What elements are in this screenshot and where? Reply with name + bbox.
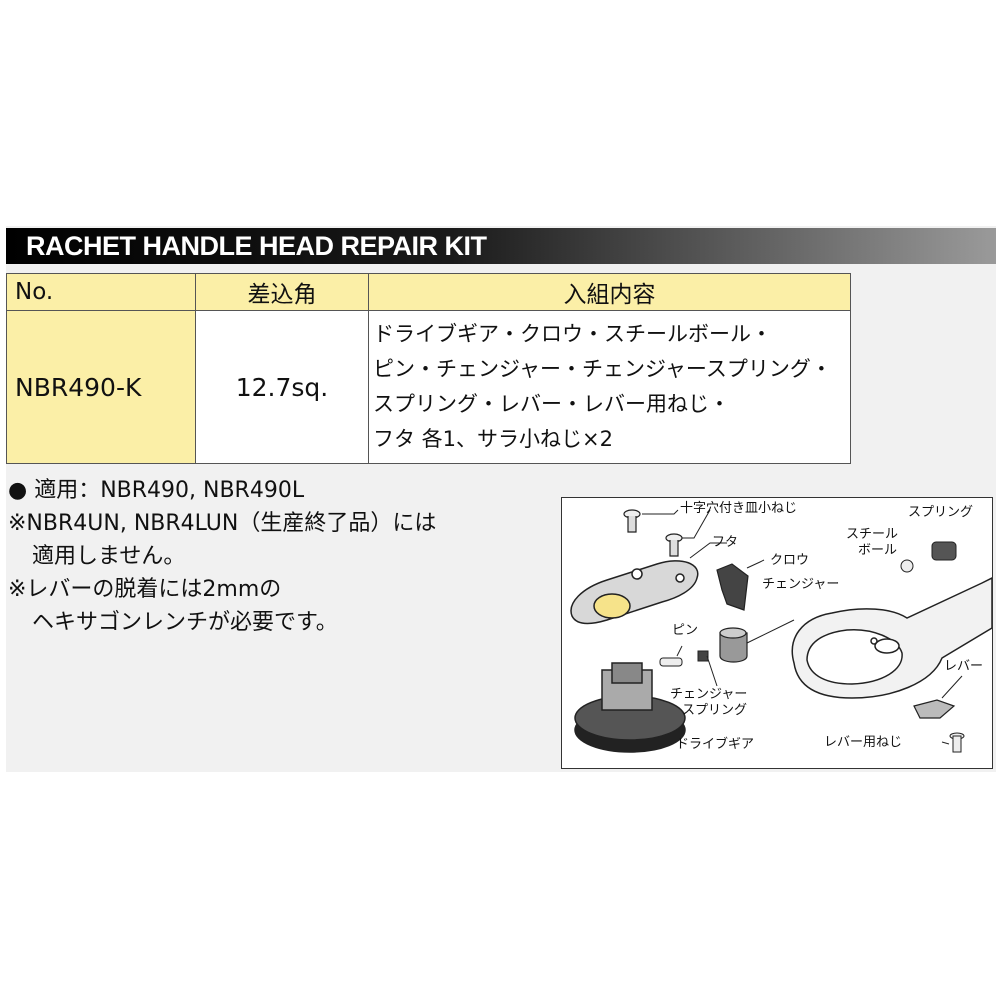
pin-icon [659, 650, 709, 667]
cell-drive-size: 12.7sq. [195, 310, 369, 464]
contents-line: フタ 各1、サラ小ねじ×2 [373, 427, 613, 451]
label-pawl: クロウ [770, 553, 810, 568]
contents-line: ドライブギア・クロウ・スチールボール・ [373, 322, 772, 346]
pawl-icon [716, 563, 749, 611]
label-cover: フタ [712, 535, 739, 550]
label-steel-ball-line2: ボール [858, 543, 898, 558]
label-steel-ball-line1: スチール [846, 527, 899, 542]
notes: ● 適用：NBR490, NBR490L ※NBR4UN, NBR4LUN（生産… [8, 474, 436, 639]
note-wrench-cont: ヘキサゴンレンチが必要です。 [32, 610, 338, 635]
label-screw: 十字穴付き皿小ねじ [680, 501, 798, 516]
screw-icon [623, 509, 683, 557]
steel-ball-icon [900, 559, 914, 573]
leader-lines [642, 509, 963, 745]
drive-gear-icon [574, 662, 686, 753]
contents-line: スプリング・レバー・レバー用ねじ・ [373, 392, 730, 416]
note-wrench: ※レバーの脱着には2mmの [8, 577, 282, 602]
label-lever-screw: レバー用ねじ [824, 735, 903, 750]
header-no: No. [6, 273, 196, 311]
note-applicable: ● 適用：NBR490, NBR490L [8, 478, 305, 503]
cover-icon [570, 560, 699, 625]
changer-icon [719, 627, 748, 663]
label-pin: ピン [672, 623, 699, 638]
contents-line: ピン・チェンジャー・チェンジャースプリング・ [373, 357, 832, 381]
page-title: RACHET HANDLE HEAD REPAIR KIT [26, 231, 487, 261]
label-spring: スプリング [908, 505, 974, 520]
table-row: NBR490-K 12.7sq. ドライブギア・クロウ・スチールボール・ ピン・… [6, 310, 851, 464]
spec-table: No. 差込角 入組内容 NBR490-K 12.7sq. ドライブギア・クロウ… [6, 273, 851, 464]
lever-icon [913, 699, 956, 719]
cell-contents: ドライブギア・クロウ・スチールボール・ ピン・チェンジャー・チェンジャースプリン… [368, 310, 851, 464]
spring-icon [931, 541, 957, 561]
note-not-applicable-cont: 適用しません。 [32, 544, 186, 569]
header-contents: 入組内容 [368, 273, 851, 311]
label-changer-spring-line2: スプリング [682, 703, 748, 718]
label-drive-gear: ドライブギア [676, 737, 755, 752]
label-changer-spring-line1: チェンジャー [670, 687, 748, 702]
exploded-diagram: 十字穴付き皿小ねじ フタ クロウ スプリング スチール ボール チェンジャー ピ… [561, 497, 993, 769]
title-bar: RACHET HANDLE HEAD REPAIR KIT [6, 228, 996, 264]
cell-part-number: NBR490-K [6, 310, 196, 464]
label-changer: チェンジャー [762, 577, 840, 592]
lever-screw-icon [949, 732, 965, 753]
header-size: 差込角 [195, 273, 369, 311]
ratchet-head-illustration [791, 577, 992, 699]
label-lever: レバー [944, 659, 984, 674]
diagram-drawing [570, 509, 992, 753]
table-header-row: No. 差込角 入組内容 [6, 273, 851, 311]
note-not-applicable: ※NBR4UN, NBR4LUN（生産終了品）には [8, 511, 437, 536]
